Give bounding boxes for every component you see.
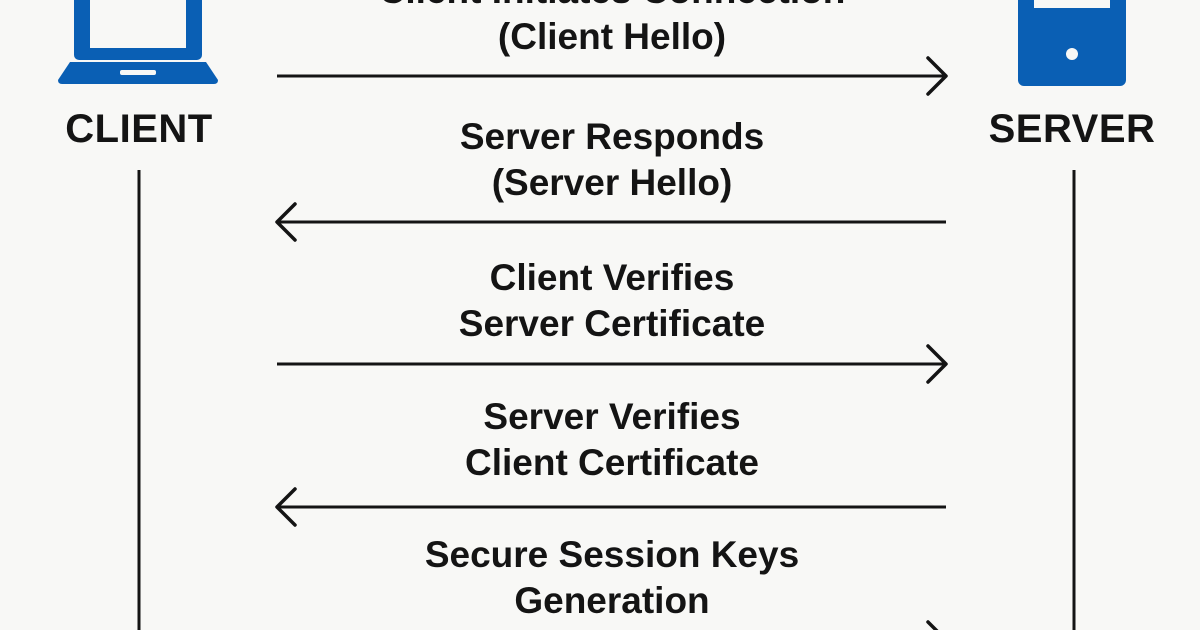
step-3-line-2: Server Certificate	[458, 303, 766, 344]
step-4-label: Server Verifies Client Certificate	[465, 394, 759, 486]
step-3-label: Client Verifies Server Certificate	[459, 255, 765, 347]
step-4-line-1: Server Verifies	[483, 396, 741, 437]
arrowhead-icon	[926, 56, 948, 96]
step-5-line-2: Generation	[514, 580, 710, 621]
step-2-label: Server Responds (Server Hello)	[460, 114, 764, 206]
step-5-label: Secure Session Keys Generation	[425, 532, 799, 624]
arrow-step-4	[275, 487, 946, 527]
arrow-step-3	[277, 344, 948, 384]
step-1-line-1: Client Initiates Connection	[379, 0, 846, 14]
step-2-line-2: (Server Hello)	[491, 162, 733, 203]
arrow-step-5	[926, 620, 939, 630]
arrow-step-2	[275, 202, 946, 242]
arrow-step-1	[277, 56, 948, 96]
arrowhead-icon	[926, 620, 939, 630]
server-label: SERVER	[988, 107, 1156, 151]
arrowhead-icon	[926, 344, 948, 384]
step-5-line-1: Secure Session Keys	[424, 534, 800, 575]
step-4-line-2: Client Certificate	[464, 442, 760, 483]
laptop-icon	[58, 0, 218, 84]
step-2-line-1: Server Responds	[459, 116, 765, 157]
client-label: CLIENT	[65, 107, 213, 151]
step-1-line-2: (Client Hello)	[497, 16, 727, 57]
arrowhead-icon	[275, 487, 297, 527]
server-icon	[1018, 0, 1126, 86]
arrowhead-icon	[275, 202, 297, 242]
step-3-line-1: Client Verifies	[489, 257, 735, 298]
step-1-label: Client Initiates Connection (Client Hell…	[379, 0, 846, 60]
